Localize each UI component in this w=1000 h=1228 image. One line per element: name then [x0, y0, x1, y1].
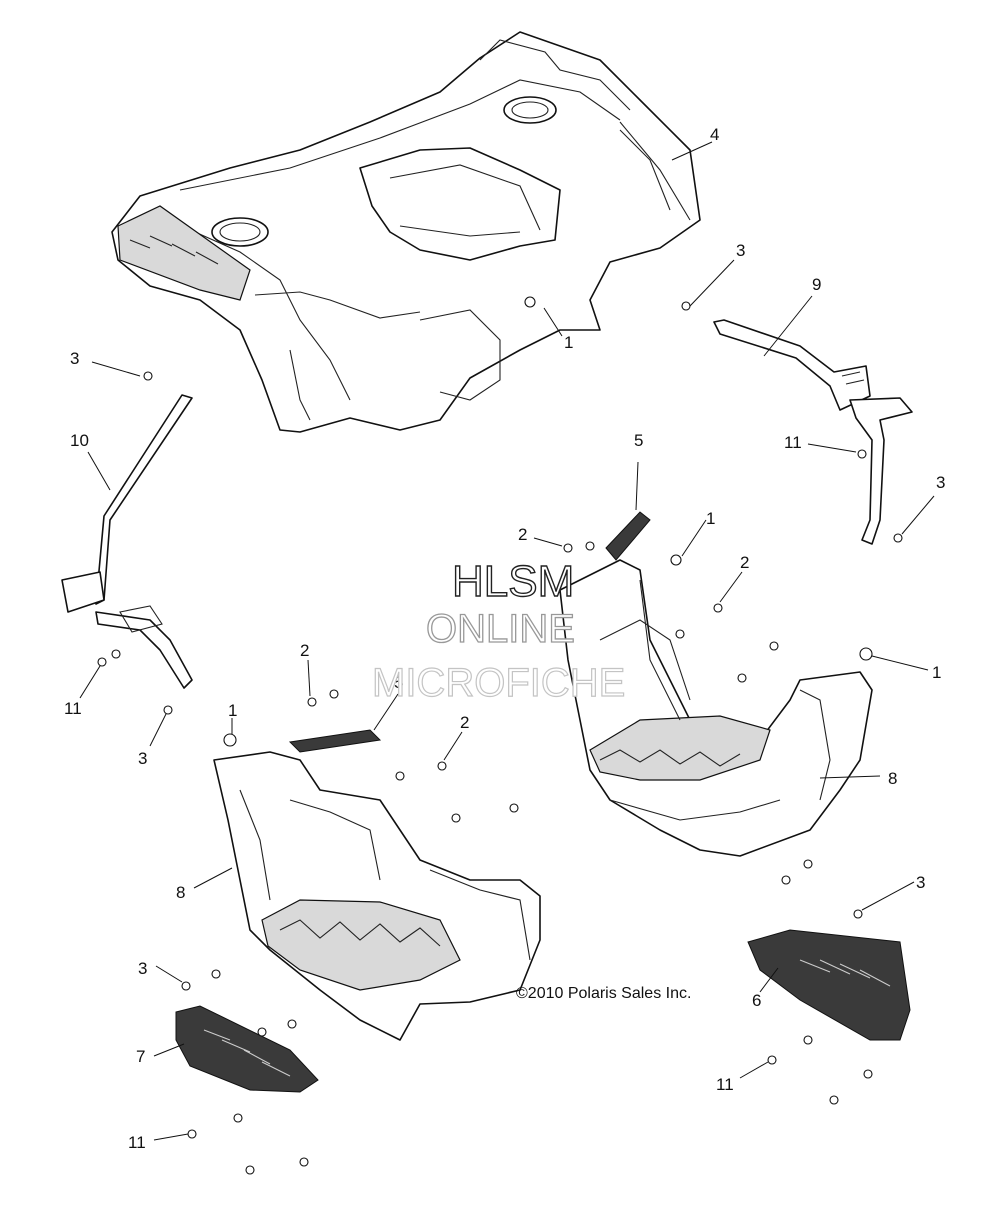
callouts: 1 1 1 1 2 2 2 2 3 3 3 3 3 3 4 5 5 6 7 8 … — [64, 125, 945, 1152]
callout-11: 11 — [716, 1075, 734, 1094]
copyright-notice: ©2010 Polaris Sales Inc. — [516, 985, 691, 1002]
callout-3: 3 — [936, 473, 945, 492]
rear-fender — [111, 31, 701, 433]
left-brace — [61, 394, 193, 689]
callout-5: 5 — [394, 673, 403, 692]
leader-lines — [79, 141, 935, 1141]
footrest-pad-right — [747, 929, 911, 1041]
callout-8: 8 — [888, 769, 897, 788]
callout-1: 1 — [932, 663, 941, 682]
callout-2: 2 — [518, 525, 527, 544]
callout-1: 1 — [228, 701, 237, 720]
right-footwell — [559, 559, 873, 857]
callout-11: 11 — [784, 433, 802, 452]
callout-2: 2 — [740, 553, 749, 572]
callout-2: 2 — [460, 713, 469, 732]
fasteners — [97, 296, 903, 1175]
callout-7: 7 — [136, 1047, 145, 1066]
callout-1: 1 — [706, 509, 715, 528]
callout-8: 8 — [176, 883, 185, 902]
callout-11: 11 — [128, 1133, 146, 1152]
callout-9: 9 — [812, 275, 821, 294]
callout-5: 5 — [634, 431, 643, 450]
watermark-line-3: MICROFICHE — [372, 661, 625, 705]
callout-1: 1 — [564, 333, 573, 352]
watermark: HLSM ONLINE MICROFICHE — [371, 556, 626, 705]
footrest-pad-left — [175, 1005, 319, 1093]
callout-3: 3 — [138, 959, 147, 978]
right-brace — [713, 319, 913, 545]
callout-3: 3 — [736, 241, 745, 260]
footrest-clip-lower — [288, 729, 382, 753]
watermark-line-2: ONLINE — [426, 607, 575, 651]
footrest-clip-upper — [605, 511, 651, 561]
callout-4: 4 — [710, 125, 719, 144]
callout-10: 10 — [70, 431, 89, 450]
callout-2: 2 — [300, 641, 309, 660]
callout-6: 6 — [752, 991, 761, 1010]
watermark-line-1: HLSM — [452, 557, 574, 606]
callout-3: 3 — [916, 873, 925, 892]
left-footwell — [213, 751, 541, 1041]
callout-3: 3 — [138, 749, 147, 768]
callout-11: 11 — [64, 699, 82, 718]
callout-3: 3 — [70, 349, 79, 368]
